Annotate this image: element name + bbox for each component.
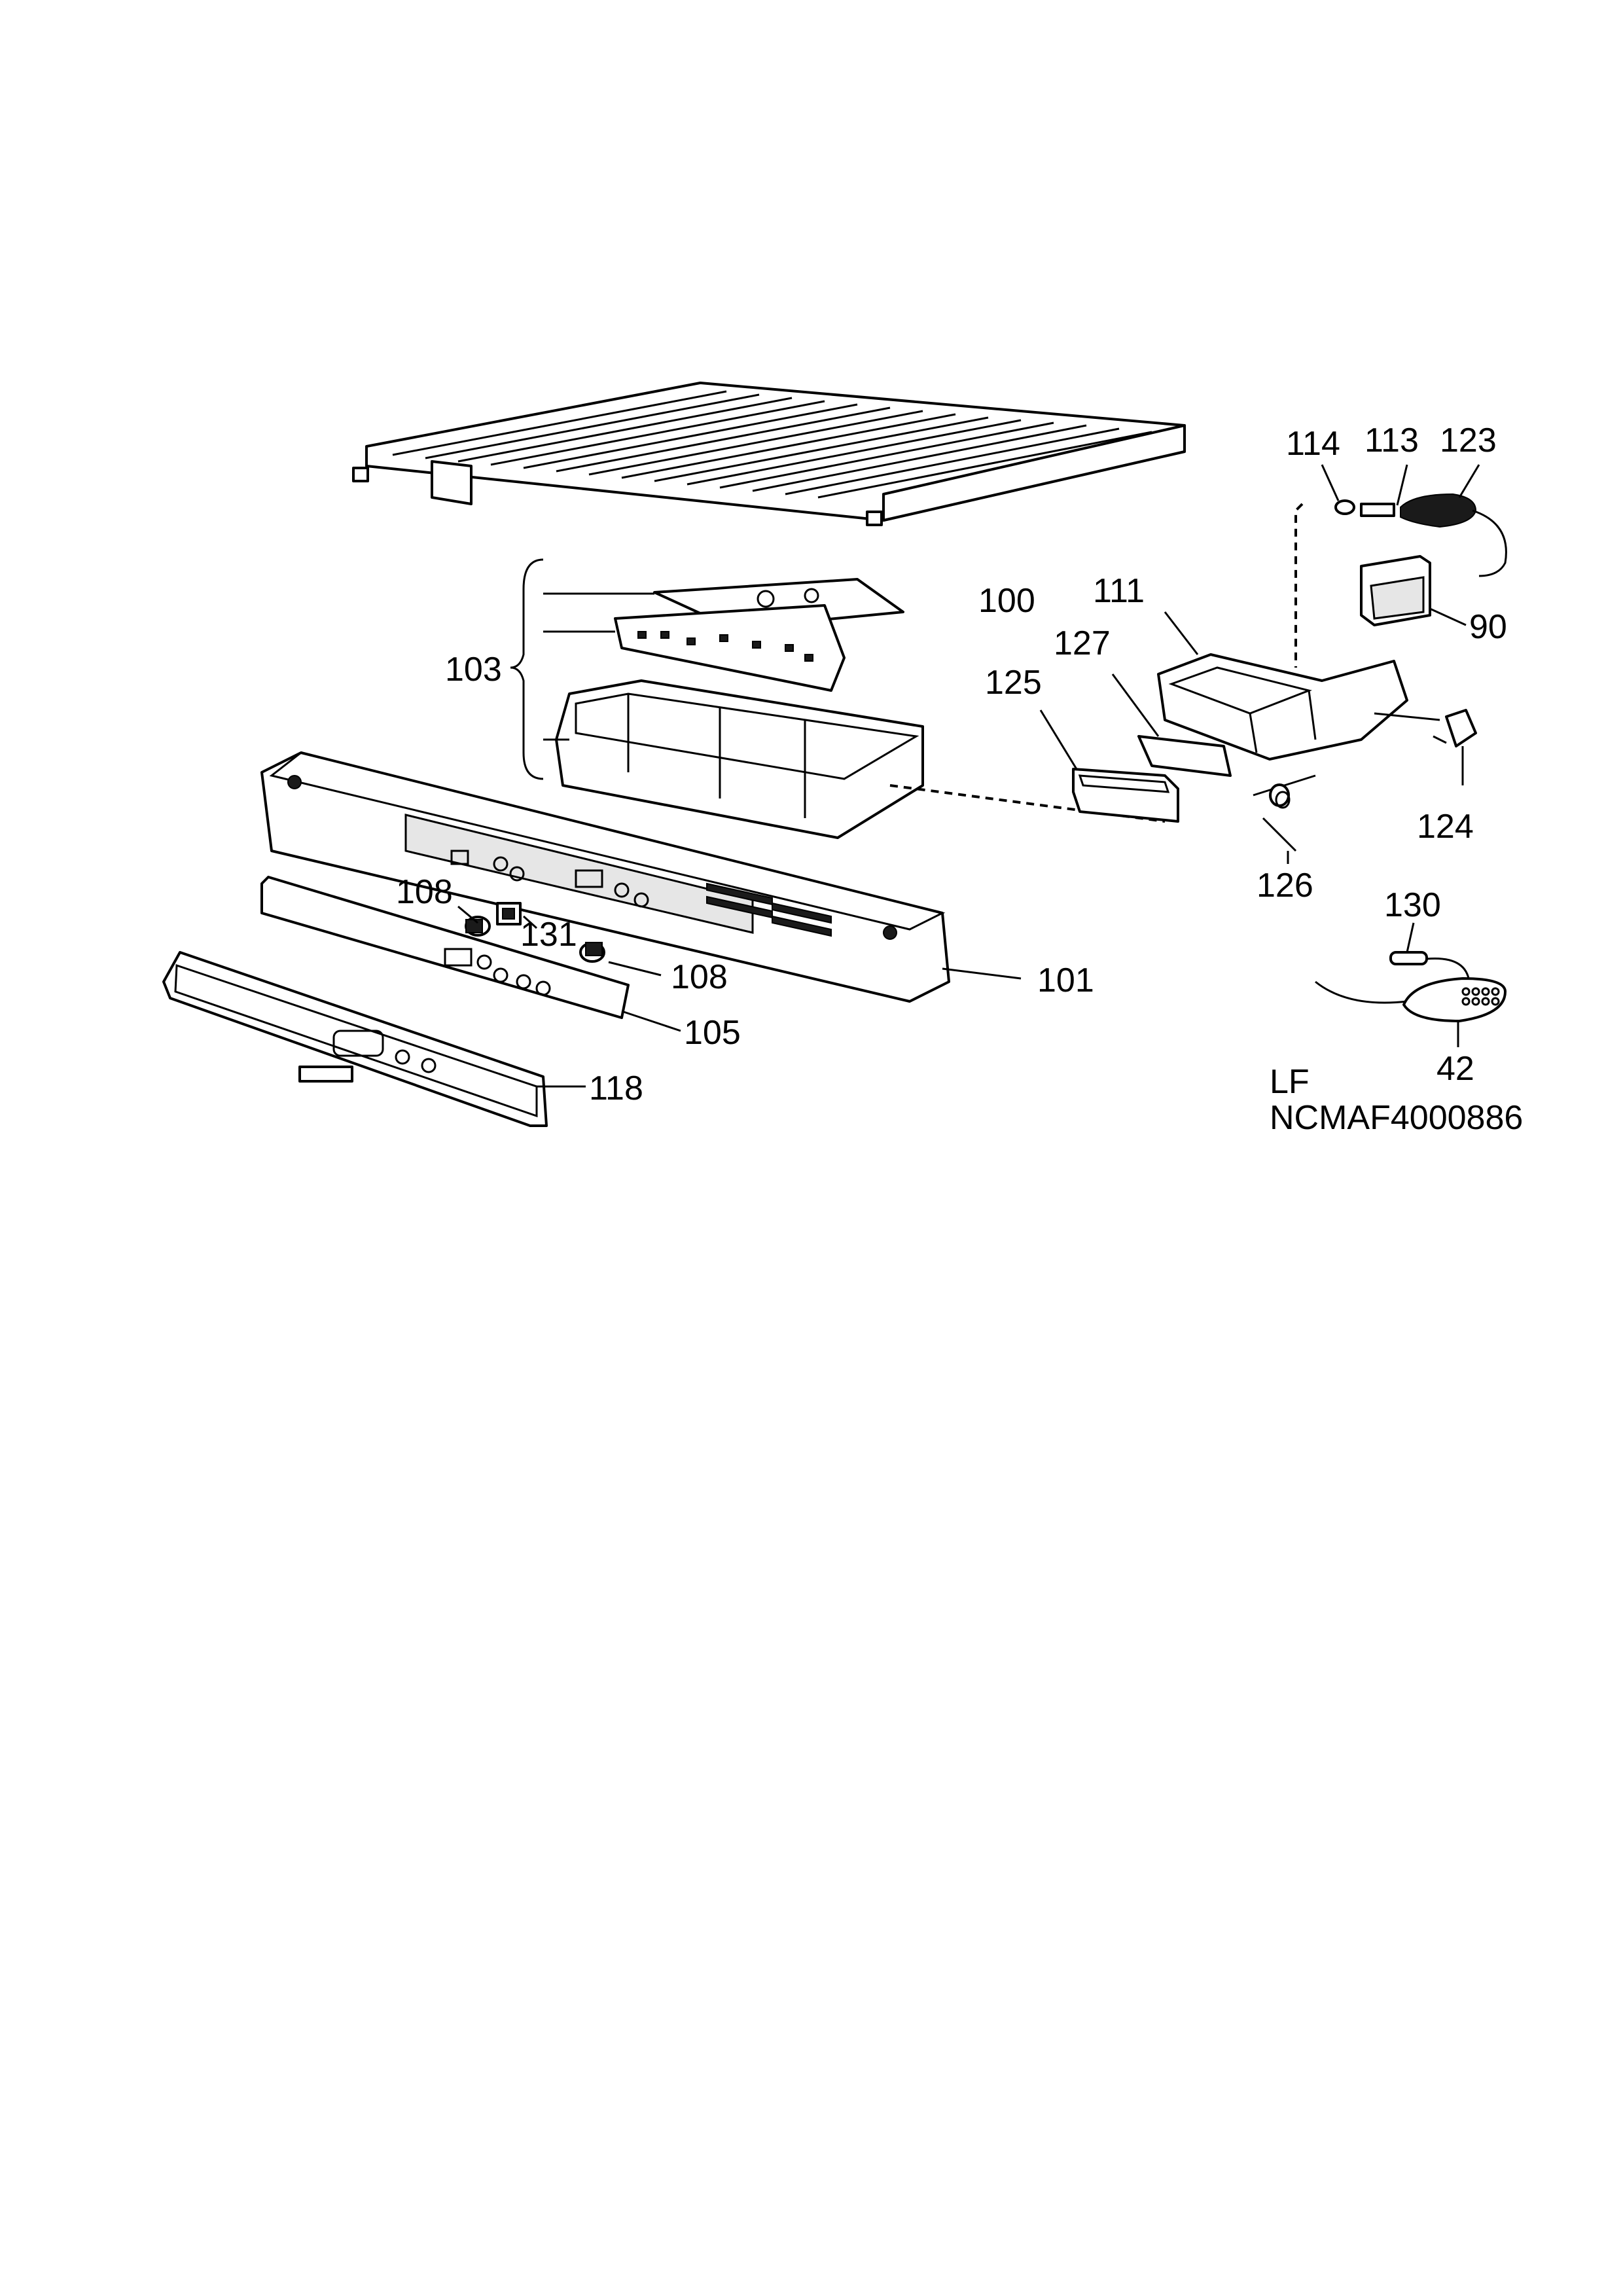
callout-125: 125: [985, 664, 1042, 702]
socket-113: [1360, 464, 1408, 517]
panel-strip-105: [260, 876, 681, 1032]
lamp-housing-111: [1157, 611, 1440, 761]
callout-108-right: 108: [671, 958, 728, 996]
callout-103: 103: [445, 651, 502, 689]
callout-101: 101: [1037, 961, 1094, 999]
lamp-cover-125: [1039, 709, 1179, 823]
control-housing: [555, 679, 924, 839]
transformer-90: [1360, 555, 1467, 626]
bracket-103: [510, 558, 654, 780]
callout-105: 105: [684, 1014, 741, 1052]
callout-42: 42: [1436, 1050, 1474, 1088]
callout-111: 111: [1093, 572, 1145, 610]
footer-code-line1: LF: [1270, 1063, 1310, 1101]
callout-118: 118: [589, 1069, 643, 1107]
callout-113: 113: [1364, 422, 1419, 459]
callout-130: 130: [1384, 886, 1441, 924]
knob-108-right: [579, 942, 605, 963]
lamp-114: [1321, 464, 1355, 515]
callout-131: 131: [520, 916, 577, 954]
footer-code-line2: NCMAF4000886: [1270, 1099, 1523, 1137]
control-panel-101: [260, 751, 1022, 1003]
callout-90: 90: [1469, 608, 1507, 646]
callout-127: 127: [1054, 624, 1111, 662]
connection-dashed-line: [889, 784, 1166, 823]
clip-124: [1433, 709, 1477, 785]
knob-108-left: [465, 916, 491, 937]
callout-114: 114: [1286, 425, 1340, 463]
spring-126: [1253, 774, 1316, 864]
switch-131: [496, 902, 522, 925]
callout-126: 126: [1257, 867, 1313, 905]
callout-124: 124: [1417, 808, 1474, 846]
lens-cover-127: [1111, 673, 1232, 777]
callout-108-left: 108: [396, 873, 453, 911]
wire-shelf-100: [352, 382, 1186, 526]
control-board-lower: [614, 604, 846, 692]
connector-42: [1402, 977, 1507, 1047]
callout-123: 123: [1440, 422, 1497, 459]
lamp-wire-dashed: [1294, 503, 1304, 668]
callout-100: 100: [978, 582, 1035, 620]
lamp-holder-123: [1400, 464, 1507, 577]
front-fascia-118: [162, 951, 586, 1127]
